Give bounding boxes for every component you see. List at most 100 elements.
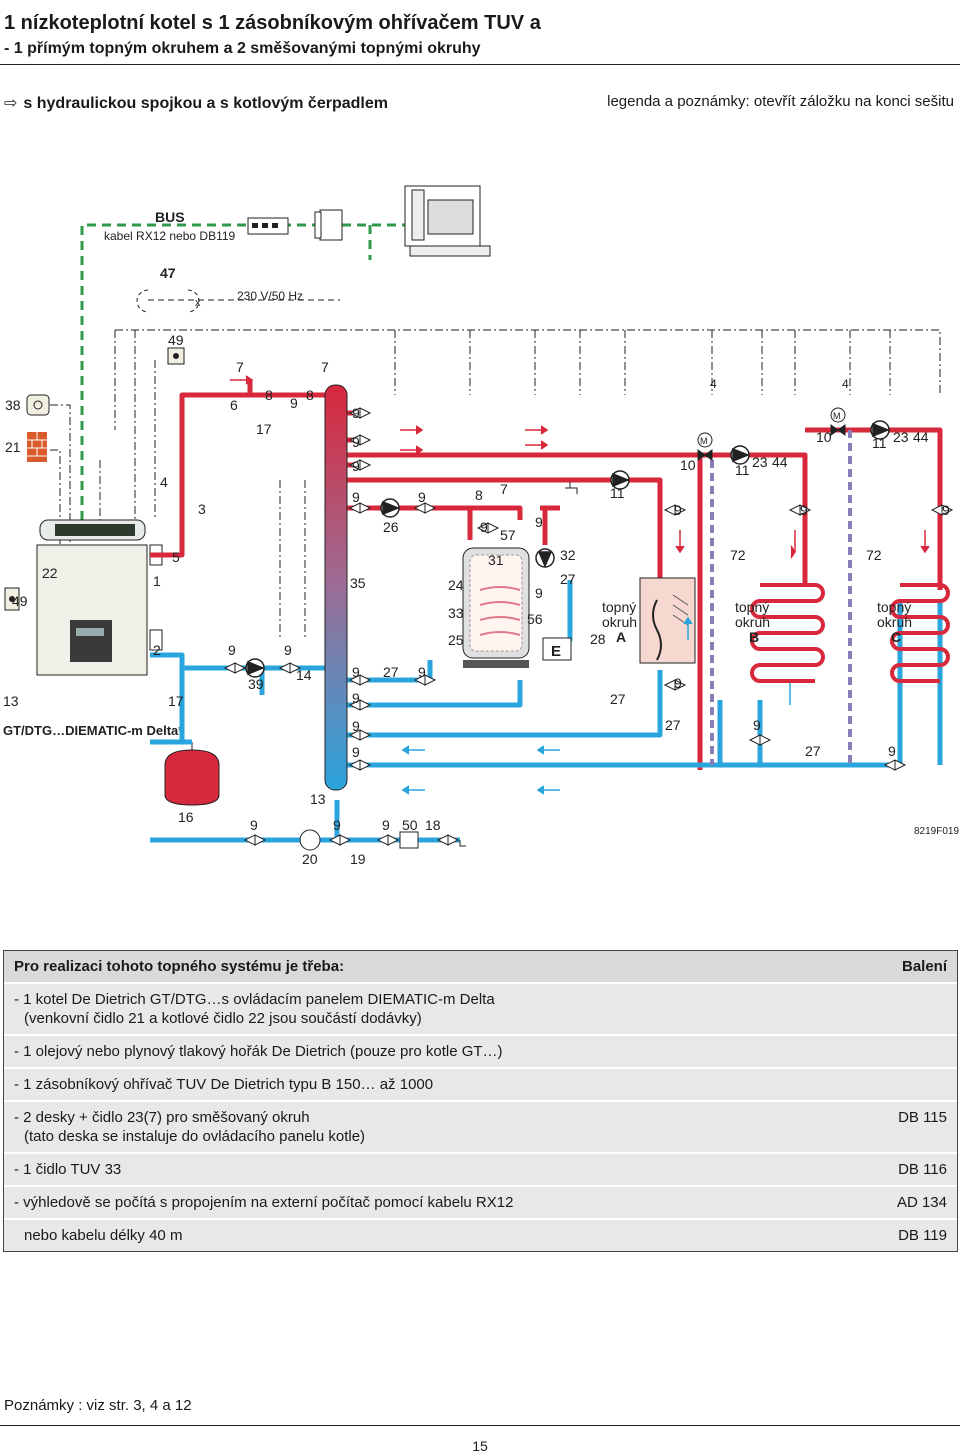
- label-9-u: 9: [800, 502, 808, 518]
- power-label: 230 V/50 Hz: [237, 289, 303, 303]
- requirement-line: - 1 kotel De Dietrich GT/DTG…s ovládacím…: [14, 991, 495, 1008]
- label-14: 14: [296, 667, 312, 683]
- label-9-n: 9: [250, 817, 258, 833]
- label-4: 4: [160, 474, 168, 490]
- label-9-c: 9: [352, 434, 360, 450]
- floor-heating-c: [890, 583, 950, 683]
- label-56: 56: [527, 611, 543, 627]
- label-27-e: 27: [805, 743, 821, 759]
- label-23-b: 23: [893, 429, 909, 445]
- requirements-table: Pro realizaci tohoto topného systému je …: [3, 950, 958, 1252]
- label-27-b: 27: [560, 571, 576, 587]
- label-72-b: 72: [866, 547, 882, 563]
- label-18: 18: [425, 817, 441, 833]
- label-49-left: 49: [12, 593, 28, 609]
- label-9-i: 9: [352, 664, 360, 680]
- return-arrow-icon: [401, 616, 791, 795]
- label-9-d: 9: [352, 458, 360, 474]
- requirement-subline: (tato deska se instaluje do ovládacího p…: [24, 1128, 366, 1145]
- requirement-row: - 1 zásobníkový ohřívač TUV De Dietrich …: [4, 1067, 957, 1100]
- label-32: 32: [560, 547, 576, 563]
- requirement-row: - výhledově se počítá s propojením na ex…: [4, 1185, 957, 1218]
- label-9-y: 9: [888, 743, 896, 759]
- circuit-c-letter: C: [891, 629, 901, 645]
- bus-label: BUS: [155, 209, 185, 225]
- flow-arrow-icon: [230, 375, 930, 559]
- requirement-code: AD 134: [896, 1194, 947, 1211]
- circuit-b-letter: B: [749, 629, 759, 645]
- telephone-icon: [314, 209, 343, 241]
- computer-icon: [404, 185, 491, 257]
- label-9-r: 9: [535, 514, 543, 530]
- requirement-line: - 1 zásobníkový ohřívač TUV De Dietrich …: [14, 1076, 434, 1093]
- label-13-left: 13: [3, 693, 19, 709]
- circuit-a-word2: okruh: [602, 614, 637, 630]
- requirement-row: - 1 čidlo TUV 33 DB 116: [4, 1152, 957, 1185]
- subtitle: ⇨ s hydraulickou spojkou a s kotlovým čer…: [4, 93, 388, 113]
- label-9-x: 9: [753, 717, 761, 733]
- label-50: 50: [402, 817, 418, 833]
- tank-e-label: E: [551, 643, 561, 660]
- label-9-b: 9: [352, 405, 360, 421]
- legend-note: legenda a poznámky: otevřít záložku na k…: [607, 93, 954, 110]
- label-9-e: 9: [352, 489, 360, 505]
- label-4-c: 4: [842, 377, 849, 391]
- label-22: 22: [42, 565, 58, 581]
- valve-icon: [223, 407, 954, 846]
- requirement-subline: (venkovní čidlo 21 a kotlové čidlo 22 js…: [24, 1010, 422, 1027]
- circuit-a-letter: A: [616, 629, 626, 645]
- water-meter-20: [299, 829, 419, 851]
- label-7-c: 7: [500, 481, 508, 497]
- circuit-c-word1: topný: [877, 599, 911, 615]
- motor-label-c: M: [833, 411, 841, 421]
- svg-text:x: x: [195, 297, 201, 309]
- label-31: 31: [488, 552, 504, 568]
- label-57: 57: [500, 527, 516, 543]
- label-9-q: 9: [480, 519, 488, 535]
- requirement-line: - 2 desky + čidlo 23(7) pro směšovaný ok…: [14, 1109, 310, 1126]
- requirements-header: Pro realizaci tohoto topného systému je …: [4, 951, 957, 982]
- label-9-a: 9: [290, 395, 298, 411]
- subtitle-text: s hydraulickou spojkou a s kotlovým čerp…: [23, 95, 388, 112]
- sensor-49-top: [167, 347, 185, 365]
- label-8-b: 8: [306, 387, 314, 403]
- label-6: 6: [230, 397, 238, 413]
- label-9-s: 9: [535, 585, 543, 601]
- circuit-c-word2: okruh: [877, 614, 912, 630]
- label-9-f: 9: [418, 489, 426, 505]
- label-27-a: 27: [383, 664, 399, 680]
- mixed-return-pipes: [710, 430, 852, 765]
- bus-cable-label: kabel RX12 nebo DB119: [104, 229, 236, 243]
- outdoor-sensor-38: [26, 394, 50, 416]
- requirement-line: - 1 čidlo TUV 33: [14, 1161, 122, 1178]
- label-38: 38: [5, 397, 21, 413]
- label-44-b: 44: [913, 429, 929, 445]
- label-4-b: 4: [710, 377, 717, 391]
- bus-cable: [80, 223, 440, 520]
- label-9-l: 9: [352, 718, 360, 734]
- label-9-o: 9: [333, 817, 341, 833]
- label-9-k: 9: [352, 690, 360, 706]
- dhw-tank: [462, 547, 530, 668]
- switch-47: [136, 289, 200, 313]
- label-5: 5: [172, 549, 180, 565]
- page-number: 15: [472, 1438, 488, 1454]
- requirement-row: - 2 desky + čidlo 23(7) pro směšovaný ok…: [4, 1100, 957, 1152]
- label-39: 39: [248, 676, 264, 692]
- requirement-line: - výhledově se počítá s propojením na ex…: [14, 1194, 514, 1211]
- tap-icon: [459, 482, 578, 847]
- label-27-c: 27: [610, 691, 626, 707]
- label-9-m: 9: [352, 744, 360, 760]
- label-10-b: 10: [816, 429, 832, 445]
- label-23-a: 23: [752, 454, 768, 470]
- diagram-labels: 38 21 49 22 13 49 4 3 5 1 2 17 16 7 6 8 …: [3, 332, 950, 867]
- drawing-code: 8219F019: [914, 826, 959, 837]
- label-3: 3: [198, 501, 206, 517]
- sensor-49-left: [4, 587, 20, 611]
- requirement-row: - 1 kotel De Dietrich GT/DTG…s ovládacím…: [4, 982, 957, 1034]
- label-24: 24: [448, 577, 464, 593]
- requirement-code: DB 119: [898, 1227, 947, 1244]
- label-17-top: 17: [256, 421, 272, 437]
- requirement-line: nebo kabelu délky 40 m: [24, 1227, 183, 1244]
- hollow-arrow-icon: ⇨: [4, 95, 18, 112]
